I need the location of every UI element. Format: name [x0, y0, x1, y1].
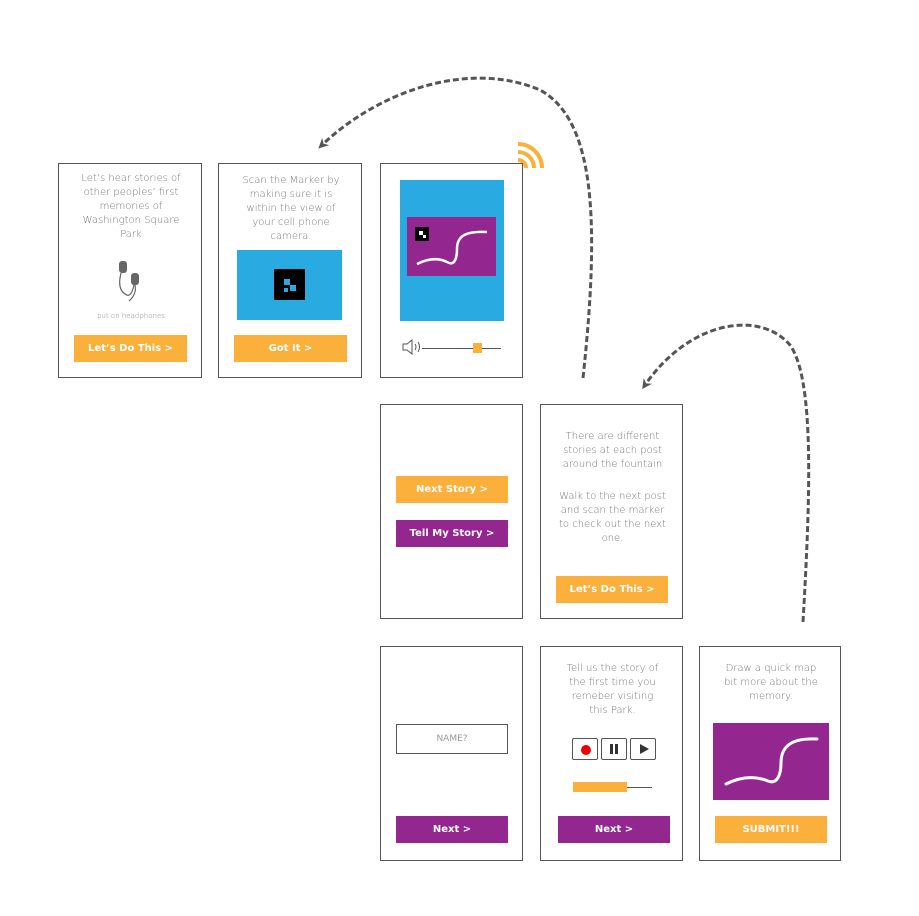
record-icon: [581, 745, 591, 755]
camera-view: [237, 250, 342, 320]
volume-slider-handle[interactable]: [472, 343, 482, 353]
map-drawing: [724, 737, 819, 786]
card-record: Tell us the story of the first time you …: [540, 646, 683, 861]
wifi-icon: [517, 142, 544, 169]
info-text-stories: There are different stories at each post…: [562, 431, 663, 470]
record-button[interactable]: [572, 738, 598, 760]
pause-button[interactable]: [601, 738, 627, 760]
record-text: Tell us the story of the first time you …: [566, 663, 659, 716]
headphones-hint: put on headphones: [97, 312, 165, 320]
name-next-button[interactable]: Next >: [396, 816, 508, 843]
arrow-back-to-info: [642, 323, 811, 623]
scan-got-it-button[interactable]: Got It >: [234, 335, 347, 362]
volume-slider-track[interactable]: [422, 348, 501, 349]
info-start-button[interactable]: Let’s Do This >: [556, 576, 668, 603]
marker-icon: [274, 269, 305, 300]
headphones-icon: [119, 261, 139, 302]
card-info: There are different stories at each post…: [540, 404, 683, 619]
play-button[interactable]: [630, 738, 656, 760]
ar-map-drawing: [415, 227, 488, 266]
next-story-button[interactable]: Next Story >: [396, 476, 508, 503]
info-text-walk: Walk to the next post and scan the marke…: [559, 491, 666, 544]
ar-map-overlay: [407, 217, 496, 276]
ar-view: [400, 180, 504, 321]
tell-my-story-button[interactable]: Tell My Story >: [396, 520, 508, 547]
arrow-back-to-scan: [318, 76, 594, 379]
record-progress-fill: [573, 782, 627, 792]
card-intro: Let’s hear stories of other peoples’ fir…: [58, 163, 202, 378]
intro-text: Let’s hear stories of other peoples’ fir…: [81, 173, 181, 240]
intro-start-button[interactable]: Let’s Do This >: [74, 335, 187, 362]
speaker-icon[interactable]: [381, 164, 524, 379]
submit-button[interactable]: SUBMIT!!!: [715, 816, 827, 843]
map-text: Draw a quick map bit more about the memo…: [724, 663, 818, 702]
pause-icon: [610, 744, 618, 754]
record-next-button[interactable]: Next >: [558, 816, 670, 843]
card-name: NAME? Next >: [380, 646, 523, 861]
map-drawing-canvas[interactable]: [713, 723, 829, 800]
play-icon: [640, 744, 649, 754]
name-input[interactable]: NAME?: [396, 724, 508, 754]
card-map: Draw a quick map bit more about the memo…: [699, 646, 841, 861]
card-scan: Scan the Marker by making sure it is wit…: [218, 163, 362, 378]
card-player: [380, 163, 523, 378]
scan-text: Scan the Marker by making sure it is wit…: [242, 175, 340, 242]
card-choice: Next Story > Tell My Story >: [380, 404, 523, 619]
